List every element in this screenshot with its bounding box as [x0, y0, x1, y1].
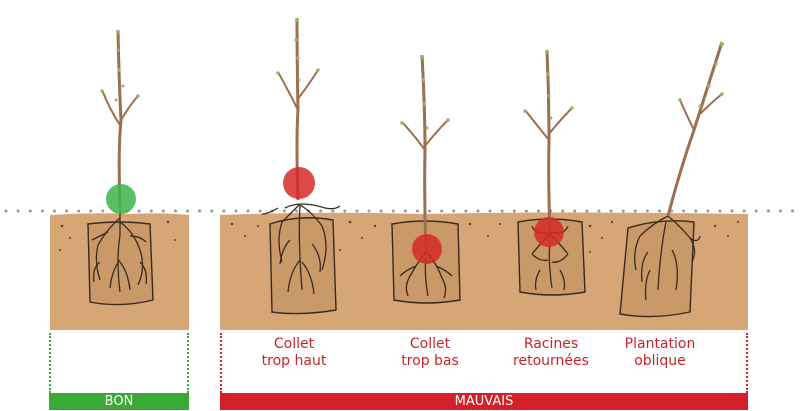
banner-good: BON — [49, 393, 189, 410]
collar-marker-haut — [283, 167, 315, 199]
guide-bad-left — [220, 333, 222, 393]
collar-marker-bas — [412, 234, 442, 264]
pit-oblique — [620, 221, 694, 317]
tree-good — [88, 30, 153, 305]
tree-collet-haut — [262, 18, 340, 314]
banner-bad: MAUVAIS — [220, 393, 748, 410]
tree-collet-bas — [392, 55, 460, 303]
tree-racines — [518, 50, 585, 295]
guide-good-right — [187, 333, 189, 393]
collar-marker-good — [106, 184, 136, 214]
guide-good-left — [49, 333, 51, 393]
collar-marker-racines — [534, 217, 564, 247]
guide-bad-right — [746, 333, 748, 393]
